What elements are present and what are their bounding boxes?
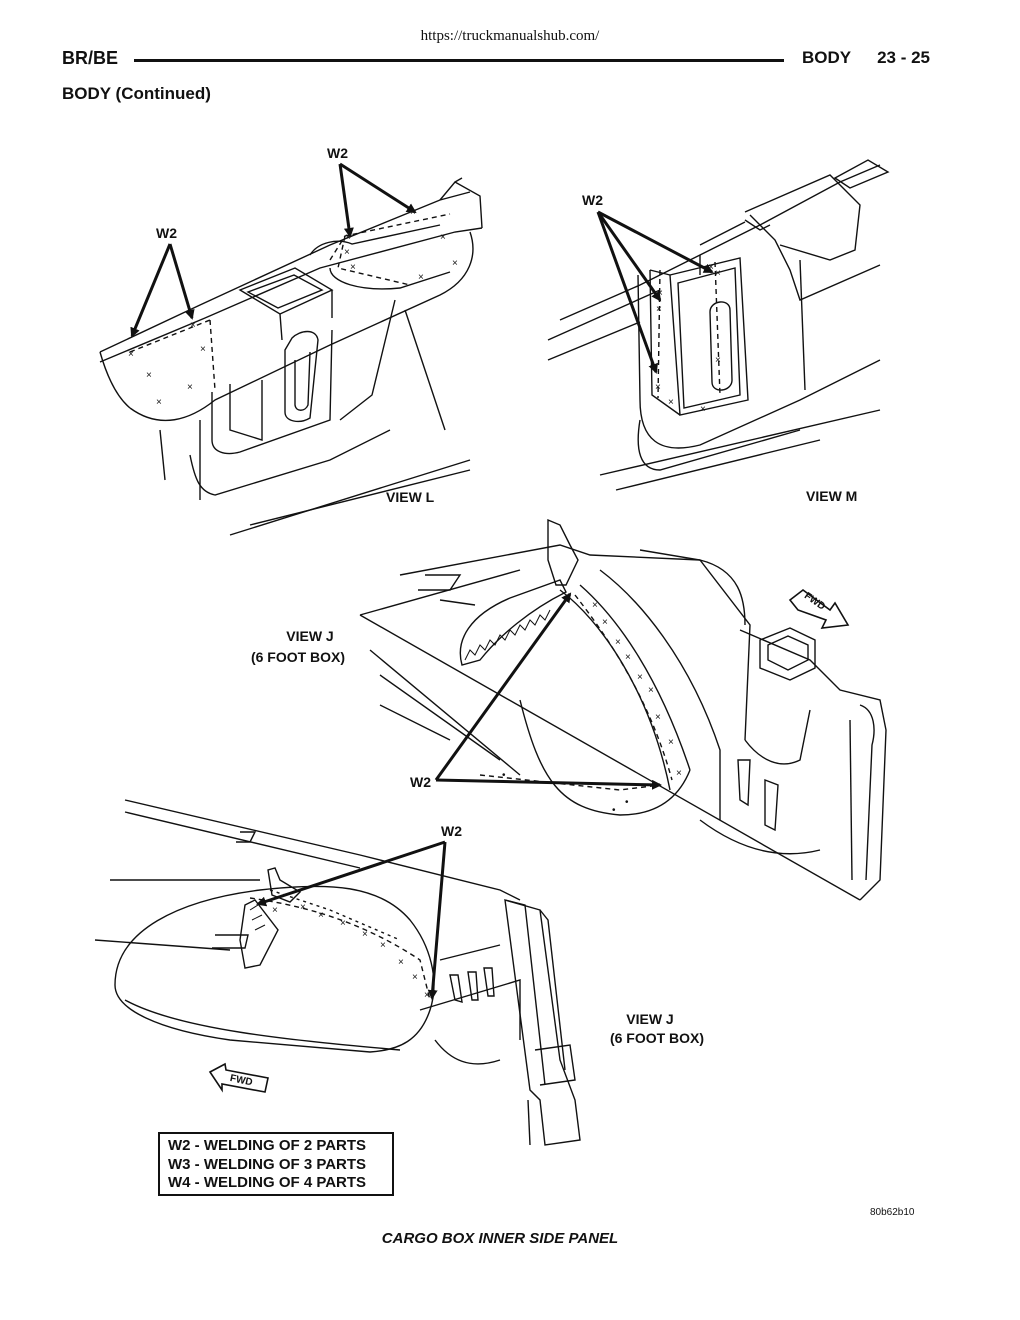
svg-text:×: × bbox=[656, 304, 662, 315]
view-j-lower-title-2: (6 FOOT BOX) bbox=[610, 1030, 704, 1046]
svg-text:×: × bbox=[602, 617, 608, 628]
svg-text:×: × bbox=[128, 349, 134, 360]
svg-text:×: × bbox=[715, 355, 721, 366]
svg-text:×: × bbox=[637, 672, 643, 683]
view-m-callout: W2 bbox=[582, 192, 603, 208]
svg-text:×: × bbox=[340, 918, 346, 929]
svg-text:×: × bbox=[615, 637, 621, 648]
svg-text:×: × bbox=[655, 712, 661, 723]
svg-text:×: × bbox=[200, 344, 206, 355]
header-right: BODY 23 - 25 bbox=[802, 48, 930, 68]
svg-text:×: × bbox=[424, 990, 430, 1001]
view-l-callout-top: W2 bbox=[327, 145, 348, 161]
view-j-lower-drawing bbox=[94, 799, 581, 1146]
fwd-arrow-upper: FWD bbox=[788, 588, 850, 629]
svg-text:•: • bbox=[625, 797, 629, 808]
view-j-upper-title-1: VIEW J bbox=[286, 628, 333, 644]
svg-text:×: × bbox=[655, 382, 661, 393]
view-j-lower-title-1: VIEW J bbox=[626, 1011, 673, 1027]
legend-w4: W4 - WELDING OF 4 PARTS bbox=[168, 1174, 367, 1191]
view-j-lower-weld-marks: × × × × × × × × × bbox=[272, 902, 430, 1001]
svg-text:×: × bbox=[625, 652, 631, 663]
figure-caption: CARGO BOX INNER SIDE PANEL bbox=[381, 1230, 619, 1247]
svg-text:×: × bbox=[190, 320, 196, 331]
page-header: BR/BE BODY 23 - 25 bbox=[62, 48, 930, 72]
view-j-upper-drawing bbox=[359, 518, 887, 901]
svg-text:×: × bbox=[156, 397, 162, 408]
svg-text:×: × bbox=[350, 262, 356, 273]
svg-text:×: × bbox=[272, 905, 278, 916]
svg-text:•: • bbox=[612, 805, 616, 816]
view-j-upper-callout-arrows bbox=[434, 592, 662, 790]
svg-text:×: × bbox=[676, 768, 682, 779]
legend-w2: W2 - WELDING OF 2 PARTS bbox=[168, 1137, 367, 1154]
svg-text:•: • bbox=[502, 770, 506, 781]
svg-text:×: × bbox=[318, 910, 324, 921]
legend-w3: W3 - WELDING OF 3 PARTS bbox=[168, 1155, 367, 1173]
view-l-drawing bbox=[99, 177, 483, 536]
svg-text:×: × bbox=[146, 370, 152, 381]
fwd-label-lower: FWD bbox=[229, 1073, 254, 1088]
svg-text:×: × bbox=[440, 232, 446, 243]
svg-text:×: × bbox=[668, 737, 674, 748]
model-code: BR/BE bbox=[62, 48, 119, 68]
header-rule bbox=[134, 59, 784, 62]
view-m-drawing bbox=[547, 159, 890, 491]
view-l-title: VIEW L bbox=[386, 489, 435, 505]
svg-text:×: × bbox=[418, 272, 424, 283]
svg-text:×: × bbox=[344, 247, 350, 258]
section-name: BODY bbox=[801, 48, 852, 67]
svg-text:×: × bbox=[668, 397, 674, 408]
view-l-callout-left: W2 bbox=[156, 225, 177, 241]
view-m-callout-arrows bbox=[596, 210, 714, 374]
svg-text:×: × bbox=[715, 268, 721, 279]
view-l-callout-arrows bbox=[130, 162, 417, 338]
svg-text:×: × bbox=[592, 600, 598, 611]
source-url[interactable]: https://truckmanualshub.com/ bbox=[420, 28, 600, 44]
svg-text:×: × bbox=[648, 685, 654, 696]
page-number: 23 - 25 bbox=[877, 48, 930, 67]
view-j-upper-title-2: (6 FOOT BOX) bbox=[251, 649, 345, 665]
subheading: BODY (Continued) bbox=[62, 84, 211, 103]
svg-text:×: × bbox=[398, 957, 404, 968]
svg-text:×: × bbox=[187, 382, 193, 393]
svg-text:×: × bbox=[300, 902, 306, 913]
svg-text:×: × bbox=[700, 404, 706, 415]
svg-text:×: × bbox=[362, 929, 368, 940]
figure-reference: 80b62b10 bbox=[870, 1207, 915, 1218]
view-j-lower-callout-arrows bbox=[256, 840, 447, 1000]
svg-text:×: × bbox=[412, 972, 418, 983]
view-j-upper-callout: W2 bbox=[410, 774, 431, 790]
view-j-upper-weld-marks: × × × × × × × × × • • • bbox=[502, 600, 682, 816]
fwd-arrow-lower: FWD bbox=[208, 1062, 269, 1093]
svg-text:×: × bbox=[452, 258, 458, 269]
svg-text:×: × bbox=[380, 940, 386, 951]
weld-legend: W2 - WELDING OF 2 PARTS W3 - WELDING OF … bbox=[158, 1132, 394, 1196]
view-j-lower-callout: W2 bbox=[441, 823, 462, 839]
view-m-title: VIEW M bbox=[806, 488, 857, 504]
